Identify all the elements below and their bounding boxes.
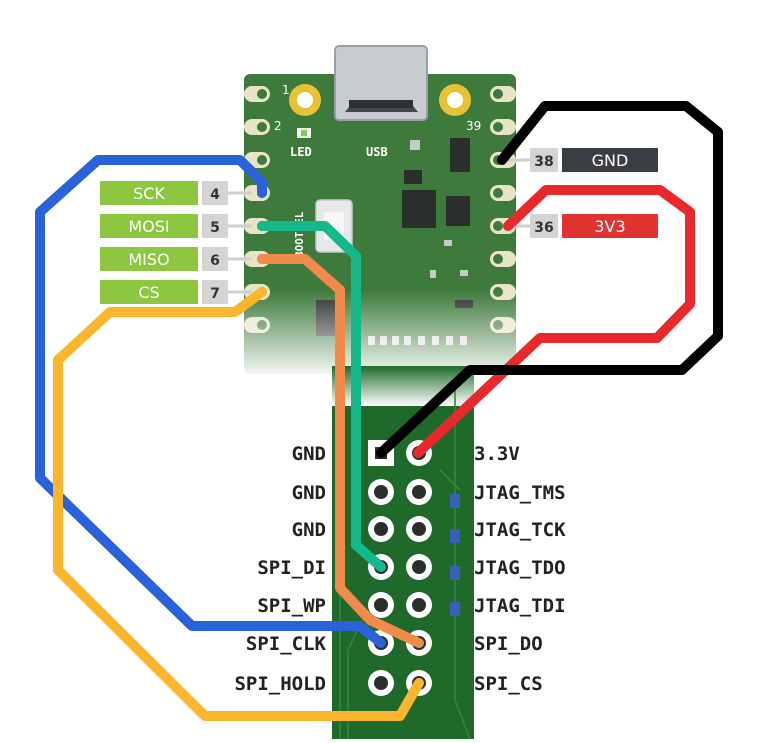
smd-part-c [460, 270, 468, 276]
pin-number-1: 1 [282, 83, 290, 97]
header-pin-hole [374, 676, 388, 690]
pin-number-badge [202, 214, 228, 238]
header-smd-resistors [450, 494, 460, 616]
pin-label-badge [562, 214, 658, 238]
header-left-label: SPI_DI [257, 557, 326, 579]
header-right-label: 3.3V [474, 443, 520, 465]
wire-3v3 [413, 185, 695, 458]
header-right-label: JTAG_TMS [474, 482, 566, 504]
header-pin-hole [412, 598, 426, 612]
pin-number-badge [202, 280, 228, 304]
pin-label-text: GND [592, 151, 629, 170]
header-right-label: SPI_CS [474, 673, 543, 695]
chip-flash [402, 190, 436, 228]
pin-number-text: 7 [210, 286, 220, 302]
header-pin-hole [374, 522, 388, 536]
header-pin-hole [412, 485, 426, 499]
pin-number-text: 38 [534, 154, 553, 170]
header-trace [439, 469, 461, 491]
pin-label-text: MOSI [128, 217, 169, 236]
castellated-pin-right-hole [493, 221, 503, 231]
pin-number-39: 39 [466, 119, 481, 133]
header-pin-hole [374, 598, 388, 612]
header-left-label: SPI_HOLD [234, 673, 326, 695]
header-right-labels: 3.3V JTAG_TMS JTAG_TCK JTAG_TDO JTAG_TDI SPI_… [474, 443, 566, 695]
led-light [301, 130, 307, 136]
castellated-pin-left-hole [257, 155, 267, 165]
pin-label-badge [100, 247, 198, 271]
right-pin-badges: 38 GND 36 3V3 [508, 148, 658, 238]
wire-gnd [376, 101, 723, 458]
header-right-label: JTAG_TDI [474, 595, 566, 617]
header-pin-hole [412, 560, 426, 574]
header-right-label: JTAG_TCK [474, 519, 566, 541]
chip-component [404, 170, 422, 184]
wire-sck [35, 155, 386, 648]
header-pin-hole [374, 485, 388, 499]
silk-bootsel-label: BOOTSEL [293, 211, 306, 258]
usb-port-slot [349, 100, 413, 108]
header-smd-resistor [450, 494, 460, 508]
castellated-pin-right-hole [493, 188, 503, 198]
smd-part-b [444, 240, 452, 246]
header-smd-resistor [450, 566, 460, 580]
pin-number-2: 2 [274, 119, 282, 133]
castellated-pin-right-hole [493, 122, 503, 132]
chip-small-top [450, 138, 470, 172]
header-right-label: JTAG_TDO [474, 557, 566, 579]
pin-label-text: MISO [128, 250, 169, 269]
pin-number-text: 5 [210, 220, 220, 236]
header-left-label: GND [292, 482, 326, 504]
pin-number-badge [202, 181, 228, 205]
header-trace [454, 390, 471, 740]
header-left-label: GND [292, 443, 326, 465]
mounting-hole-left-center [297, 92, 313, 108]
castellated-pin-right-hole [493, 89, 503, 99]
castellated-pin-left-hole [257, 89, 267, 99]
chip-regulator [446, 196, 470, 226]
header-smd-resistor [450, 602, 460, 616]
pin-number-text: 6 [210, 253, 220, 269]
pin-number-badge [202, 247, 228, 271]
header-left-labels: GND GND GND SPI_DI SPI_WP SPI_CLK SPI_HOLD [234, 443, 326, 695]
header-right-label: SPI_DO [474, 633, 543, 655]
pin-number-badge [530, 214, 558, 238]
wire-miso [257, 254, 424, 648]
pin-label-badge [100, 181, 198, 205]
wire-cs [53, 287, 424, 721]
pin-label-text: 3V3 [594, 217, 625, 236]
castellated-pin-left-hole [257, 122, 267, 132]
header-left-label: SPI_WP [257, 595, 326, 617]
castellated-pin-right-hole [493, 254, 503, 264]
wire-mosi [257, 221, 386, 572]
pin-number-text: 4 [210, 187, 220, 203]
header-left-label: GND [292, 519, 326, 541]
mounting-hole-right-center [447, 92, 463, 108]
header-pin-hole [412, 522, 426, 536]
pin-label-badge [562, 148, 658, 172]
pin-label-badge [100, 214, 198, 238]
pin-number-text: 36 [534, 220, 553, 236]
pin-label-badge [100, 280, 198, 304]
wires [35, 101, 723, 721]
smd-part-a [410, 140, 420, 150]
silk-led-label: LED [290, 145, 312, 159]
pin-label-text: CS [138, 283, 159, 302]
pin-label-text: SCK [133, 184, 165, 203]
pin-number-badge [530, 148, 558, 172]
smd-part-d [430, 270, 436, 278]
header-smd-resistor [450, 529, 460, 543]
silk-usb-label: USB [366, 145, 388, 159]
pico-board: 1 2 39 LED USB BOOTSEL [240, 45, 520, 380]
header-left-label: SPI_CLK [246, 633, 327, 655]
